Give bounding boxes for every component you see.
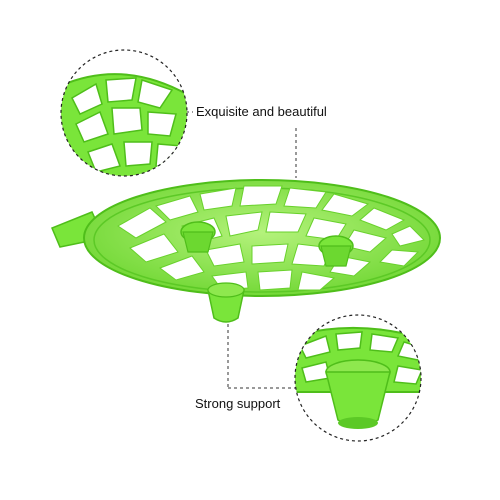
callout-label-bottom: Strong support	[195, 396, 281, 411]
callout-label-top: Exquisite and beautiful	[196, 104, 327, 119]
drain-plate	[51, 179, 441, 323]
callout-leader-top	[186, 111, 297, 178]
zoom-circle-top	[60, 49, 188, 177]
plate-foot-front	[207, 289, 245, 323]
zoom-circle-bottom	[294, 314, 422, 442]
